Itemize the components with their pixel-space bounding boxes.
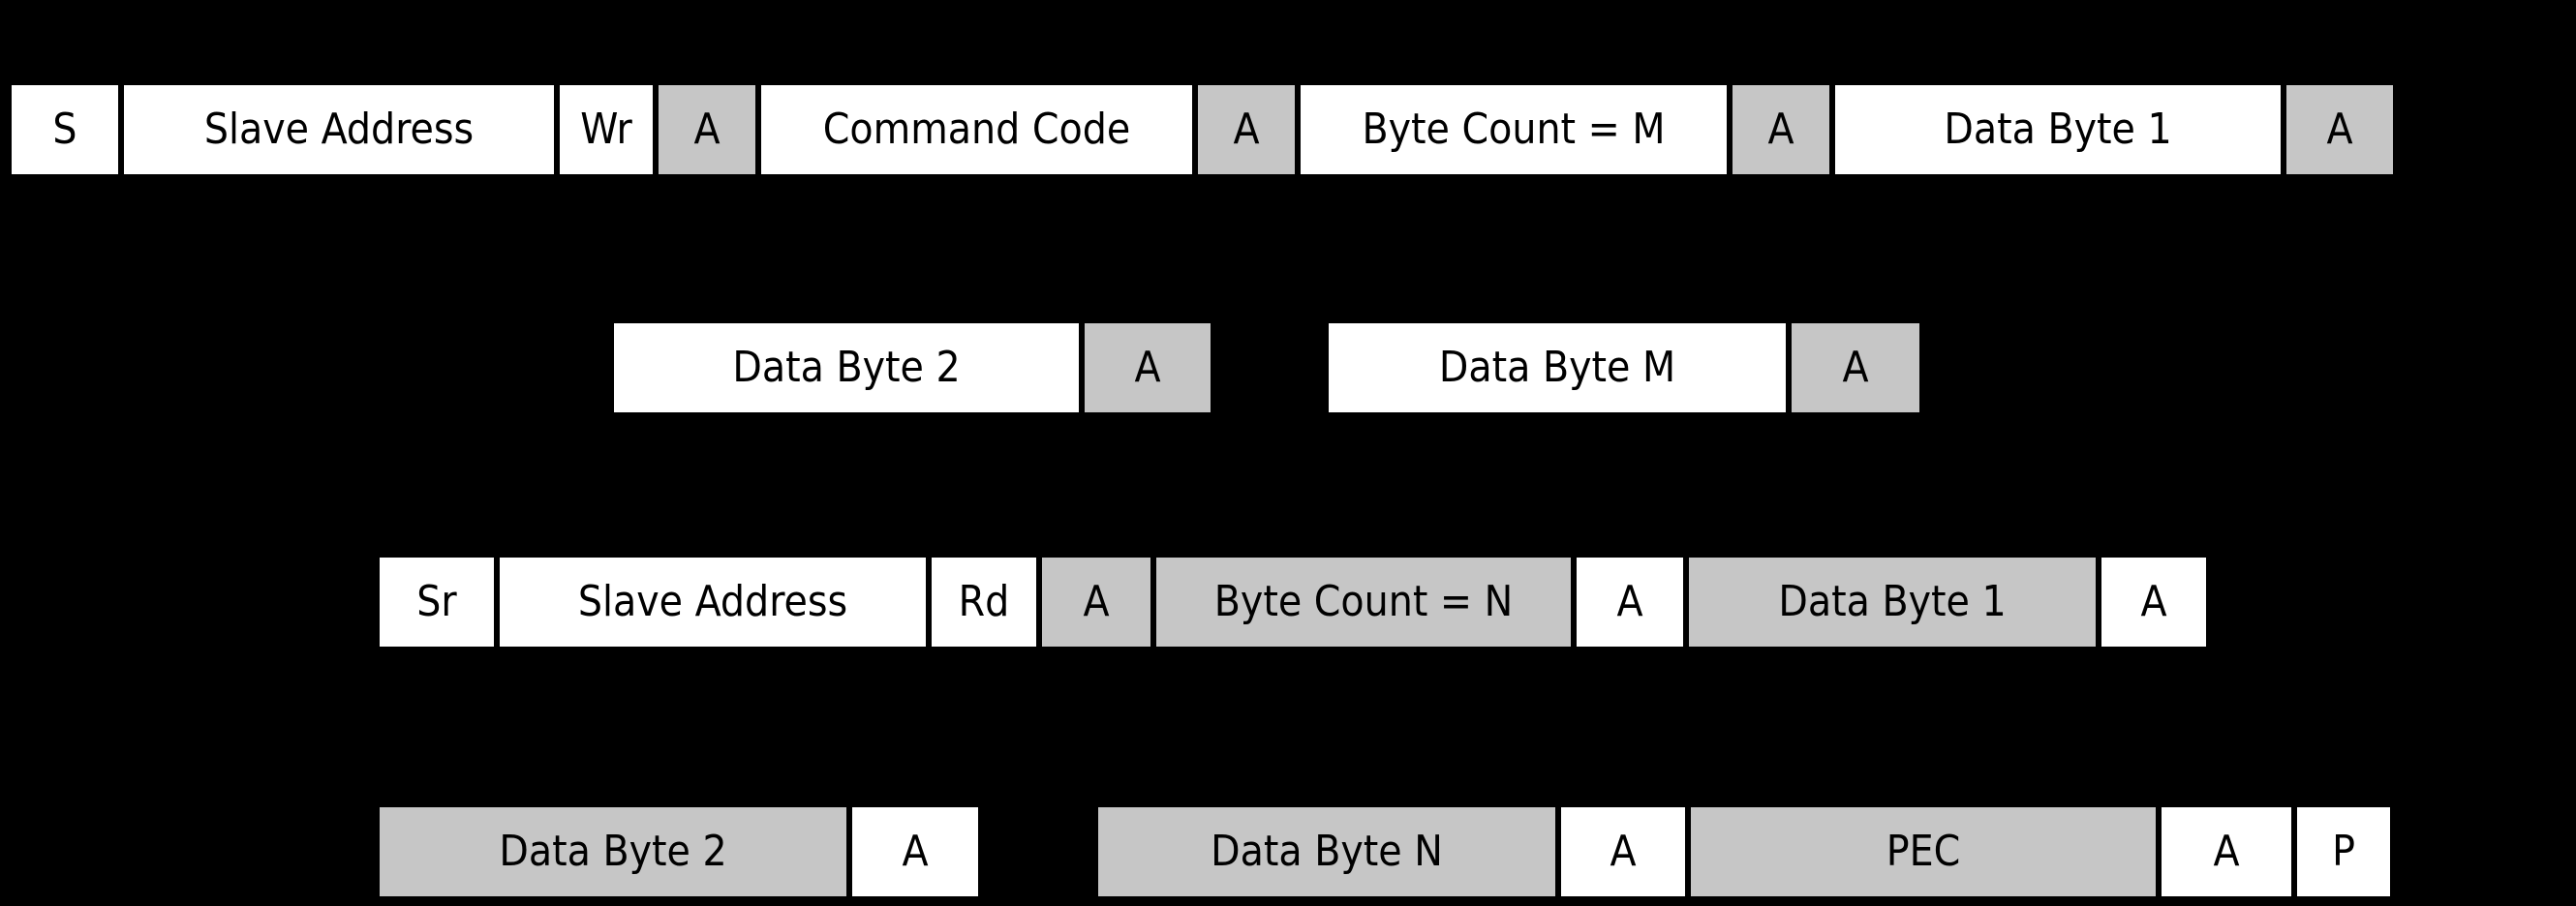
protocol-field-a: A: [1577, 558, 1683, 647]
protocol-field-a: A: [1561, 807, 1685, 896]
protocol-field-data-byte-2: Data Byte 2: [380, 807, 846, 896]
protocol-field-s: S: [12, 85, 118, 174]
cell-divider: [755, 85, 761, 174]
protocol-field-a: A: [1198, 85, 1295, 174]
cell-divider: [1192, 85, 1198, 174]
protocol-field-label: A: [2140, 577, 2167, 626]
protocol-field-a: A: [659, 85, 755, 174]
protocol-field-label: Byte Count = M: [1362, 105, 1666, 154]
cell-divider: [2096, 558, 2101, 647]
cell-divider: [1571, 558, 1577, 647]
protocol-row-3-segment-1: Data Byte N A PEC A P: [1098, 807, 2390, 896]
protocol-field-rd: Rd: [932, 558, 1036, 647]
protocol-row-1-segment-0: Data Byte 2 A: [614, 323, 1211, 412]
protocol-field-label: Wr: [580, 105, 632, 154]
cell-divider: [926, 558, 932, 647]
protocol-field-label: Rd: [958, 577, 1010, 626]
protocol-field-label: P: [2332, 827, 2355, 876]
protocol-field-label: PEC: [1886, 827, 1961, 876]
protocol-field-label: A: [902, 827, 929, 876]
protocol-field-label: A: [1616, 577, 1643, 626]
protocol-field-data-byte-m: Data Byte M: [1329, 323, 1786, 412]
protocol-field-pec: PEC: [1691, 807, 2156, 896]
cell-divider: [118, 85, 124, 174]
protocol-field-label: Data Byte M: [1438, 343, 1676, 392]
protocol-field-a: A: [852, 807, 978, 896]
cell-divider: [2281, 85, 2286, 174]
cell-divider: [1295, 85, 1301, 174]
protocol-field-label: A: [2326, 105, 2353, 154]
cell-divider: [846, 807, 852, 896]
cell-divider: [1786, 323, 1792, 412]
cell-divider: [1685, 807, 1691, 896]
protocol-field-label: Data Byte 1: [1778, 577, 2007, 626]
protocol-field-label: Data Byte 1: [1944, 105, 2172, 154]
protocol-field-label: A: [1767, 105, 1794, 154]
protocol-field-byte-count-m: Byte Count = M: [1301, 85, 1727, 174]
protocol-field-label: Command Code: [822, 105, 1131, 154]
cell-divider: [1829, 85, 1835, 174]
protocol-field-label: Slave Address: [203, 105, 475, 154]
protocol-field-label: S: [52, 105, 77, 154]
protocol-field-label: A: [1134, 343, 1161, 392]
protocol-field-data-byte-1: Data Byte 1: [1835, 85, 2281, 174]
cell-divider: [653, 85, 659, 174]
protocol-row-2-segment-0: Sr Slave Address Rd A Byte Count = N A Data By…: [380, 558, 2206, 647]
protocol-field-wr: Wr: [560, 85, 653, 174]
protocol-field-a: A: [2286, 85, 2393, 174]
protocol-row-0-segment-0: S Slave Address Wr A Command Code A Byte Count…: [12, 85, 2393, 174]
protocol-field-p: P: [2297, 807, 2390, 896]
protocol-field-a: A: [1085, 323, 1211, 412]
protocol-row-3-segment-0: Data Byte 2 A: [380, 807, 978, 896]
protocol-field-label: Data Byte 2: [732, 343, 961, 392]
protocol-field-label: Data Byte 2: [499, 827, 727, 876]
protocol-field-slave-address: Slave Address: [124, 85, 554, 174]
protocol-field-data-byte-1: Data Byte 1: [1689, 558, 2096, 647]
protocol-field-a: A: [1792, 323, 1919, 412]
protocol-field-slave-address: Slave Address: [500, 558, 926, 647]
protocol-field-label: Slave Address: [577, 577, 848, 626]
protocol-field-data-byte-n: Data Byte N: [1098, 807, 1555, 896]
protocol-field-label: A: [1610, 827, 1637, 876]
protocol-field-command-code: Command Code: [761, 85, 1192, 174]
cell-divider: [2291, 807, 2297, 896]
protocol-field-label: A: [693, 105, 721, 154]
protocol-field-label: A: [1842, 343, 1869, 392]
cell-divider: [554, 85, 560, 174]
protocol-field-a: A: [1042, 558, 1150, 647]
cell-divider: [1683, 558, 1689, 647]
protocol-field-label: A: [1083, 577, 1110, 626]
cell-divider: [1150, 558, 1156, 647]
protocol-field-label: A: [2213, 827, 2240, 876]
cell-divider: [1727, 85, 1733, 174]
protocol-field-byte-count-n: Byte Count = N: [1156, 558, 1571, 647]
protocol-field-label: Byte Count = N: [1213, 577, 1514, 626]
protocol-field-a: A: [2162, 807, 2291, 896]
protocol-field-a: A: [2101, 558, 2206, 647]
protocol-row-1-segment-1: Data Byte M A: [1329, 323, 1919, 412]
protocol-field-label: Data Byte N: [1211, 827, 1443, 876]
cell-divider: [2156, 807, 2162, 896]
protocol-field-label: Sr: [416, 577, 457, 626]
protocol-field-label: A: [1233, 105, 1260, 154]
cell-divider: [494, 558, 500, 647]
cell-divider: [1036, 558, 1042, 647]
protocol-field-data-byte-2: Data Byte 2: [614, 323, 1079, 412]
cell-divider: [1079, 323, 1085, 412]
protocol-field-a: A: [1733, 85, 1829, 174]
protocol-field-sr: Sr: [380, 558, 494, 647]
cell-divider: [1555, 807, 1561, 896]
